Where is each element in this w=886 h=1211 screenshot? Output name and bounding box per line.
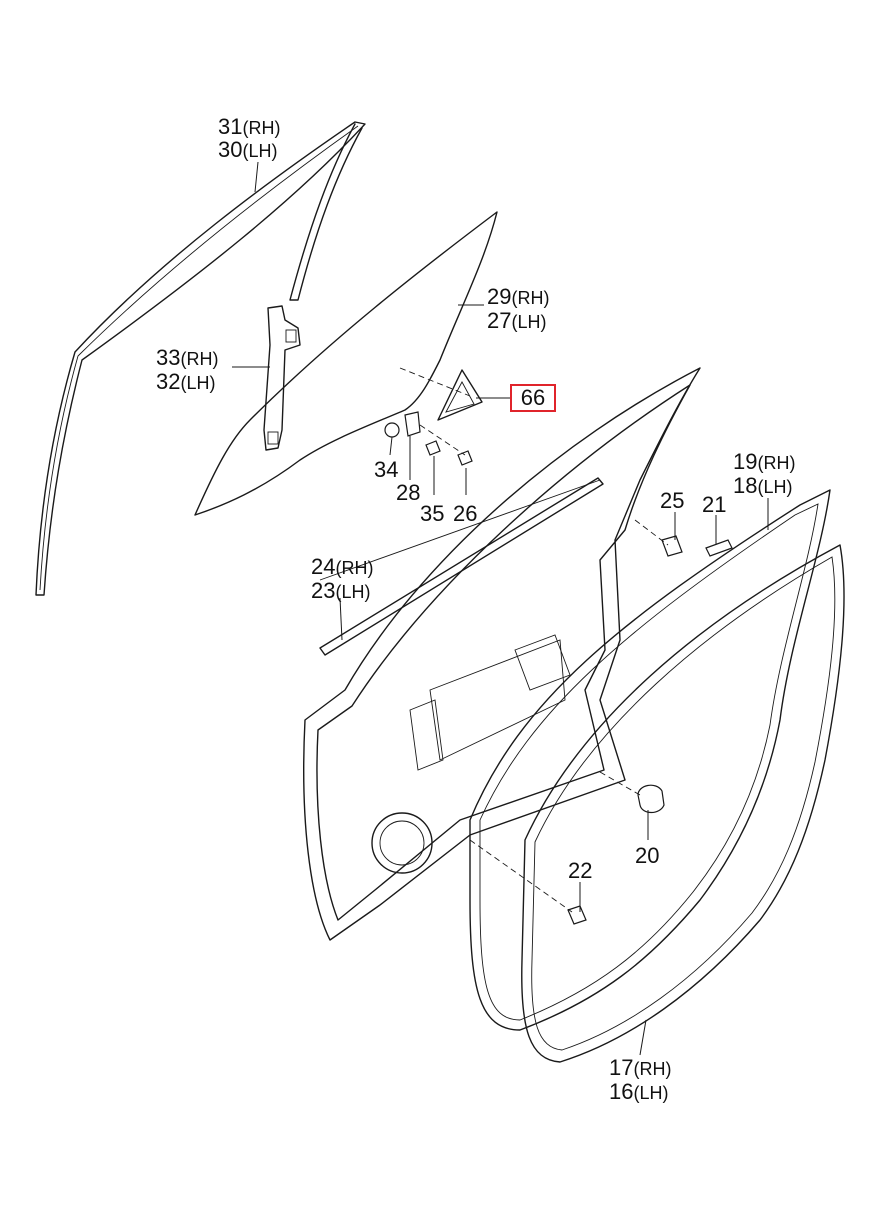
clip-21 — [705, 539, 733, 557]
callout-25-number: 25 — [660, 488, 685, 513]
callout-20: 20 — [635, 845, 659, 867]
callout-22-number: 22 — [568, 858, 593, 883]
door-weatherstrip — [469, 489, 831, 1031]
callout-35: 35 — [420, 503, 444, 525]
callout-19-suffix: (RH) — [757, 453, 796, 473]
callout-19: 19(RH) — [733, 451, 795, 473]
callout-19-number: 19 — [733, 449, 758, 474]
callout-21: 21 — [702, 494, 726, 516]
delta-cover — [399, 367, 483, 421]
door-inner-panel — [303, 367, 701, 941]
callout-28: 28 — [396, 482, 420, 504]
callout-24-suffix: (RH) — [335, 558, 374, 578]
callout-18: 18(LH) — [733, 475, 792, 497]
leader-lines — [232, 161, 769, 1056]
callout-16-suffix: (LH) — [633, 1083, 669, 1103]
callout-32-number: 32 — [156, 369, 181, 394]
callout-29-suffix: (RH) — [511, 288, 550, 308]
callout-17-number: 17 — [609, 1055, 634, 1080]
callout-21-number: 21 — [702, 492, 727, 517]
body-weatherstrip — [521, 544, 845, 1063]
callout-17: 17(RH) — [609, 1057, 671, 1079]
callout-31: 31(RH) — [218, 116, 280, 138]
bumper-20 — [599, 771, 665, 814]
callout-20-number: 20 — [635, 843, 660, 868]
callout-23-suffix: (LH) — [335, 582, 371, 602]
callout-30-suffix: (LH) — [242, 141, 278, 161]
callout-25: 25 — [660, 490, 684, 512]
callout-23: 23(LH) — [311, 580, 370, 602]
callout-26: 26 — [453, 503, 477, 525]
callout-35-number: 35 — [420, 501, 445, 526]
callout-27: 27(LH) — [487, 310, 546, 332]
callout-23-number: 23 — [311, 578, 336, 603]
callout-34-number: 34 — [374, 457, 399, 482]
callout-28-number: 28 — [396, 480, 421, 505]
callout-31-number: 31 — [218, 114, 243, 139]
callout-30: 30(LH) — [218, 139, 277, 161]
callout-22: 22 — [568, 860, 592, 882]
callout-33: 33(RH) — [156, 347, 218, 369]
callout-18-suffix: (LH) — [757, 477, 793, 497]
bolt-25 — [634, 519, 683, 557]
fasteners-group — [384, 411, 473, 466]
callout-17-suffix: (RH) — [633, 1059, 672, 1079]
callout-24-number: 24 — [311, 554, 336, 579]
callout-34: 34 — [374, 459, 398, 481]
door-glass — [194, 211, 498, 516]
callout-32-suffix: (LH) — [180, 373, 216, 393]
glass-run-channel — [263, 305, 301, 451]
callout-33-suffix: (RH) — [180, 349, 219, 369]
callout-24: 24(RH) — [311, 556, 373, 578]
callout-32: 32(LH) — [156, 371, 215, 393]
belt-moulding — [319, 477, 604, 656]
callout-26-number: 26 — [453, 501, 478, 526]
callout-16: 16(LH) — [609, 1081, 668, 1103]
callout-27-suffix: (LH) — [511, 312, 547, 332]
callout-29: 29(RH) — [487, 286, 549, 308]
bolt-22 — [469, 839, 587, 925]
callout-30-number: 30 — [218, 137, 243, 162]
callout-18-number: 18 — [733, 473, 758, 498]
callout-66-number: 66 — [520, 385, 546, 410]
callout-29-number: 29 — [487, 284, 512, 309]
window-frame-moulding — [35, 121, 366, 596]
callout-66-highlighted[interactable]: 66 — [510, 384, 556, 412]
callout-16-number: 16 — [609, 1079, 634, 1104]
callout-31-suffix: (RH) — [242, 118, 281, 138]
callout-33-number: 33 — [156, 345, 181, 370]
callout-27-number: 27 — [487, 308, 512, 333]
